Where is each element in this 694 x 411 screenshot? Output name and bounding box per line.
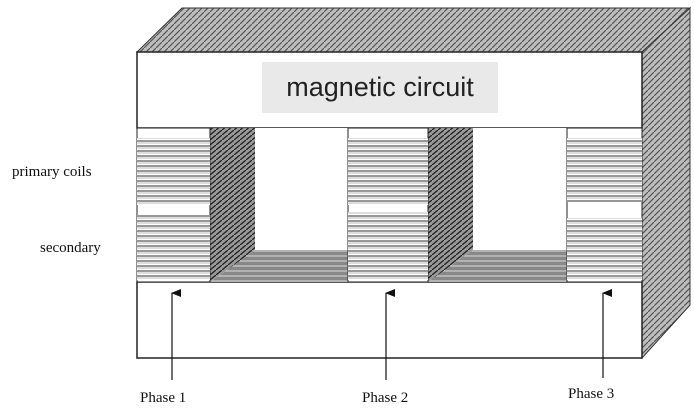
window-2 xyxy=(428,128,567,282)
bottom-yoke xyxy=(136,281,643,359)
primary-coil-2 xyxy=(348,138,428,205)
window-1 xyxy=(210,128,348,282)
phase-2-label: Phase 2 xyxy=(362,390,408,406)
secondary-label: secondary xyxy=(40,240,101,256)
secondary-coil-1 xyxy=(137,215,210,280)
primary-coil-1 xyxy=(137,138,210,205)
secondary-coil-2 xyxy=(348,212,428,280)
leg-3-coils xyxy=(566,127,643,283)
core-top-face xyxy=(135,7,692,53)
phase-3-label: Phase 3 xyxy=(568,386,614,402)
leg-2-coils xyxy=(347,127,429,283)
core-right-face xyxy=(641,6,691,360)
phase-1-label: Phase 1 xyxy=(140,390,186,406)
secondary-coil-3 xyxy=(567,218,642,280)
primary-coil-3 xyxy=(567,138,642,202)
primary-coils-label: primary coils xyxy=(12,164,92,180)
core-label-box xyxy=(262,62,498,113)
leg-1-coils xyxy=(136,127,211,283)
core-label: magnetic circuit xyxy=(286,72,474,102)
